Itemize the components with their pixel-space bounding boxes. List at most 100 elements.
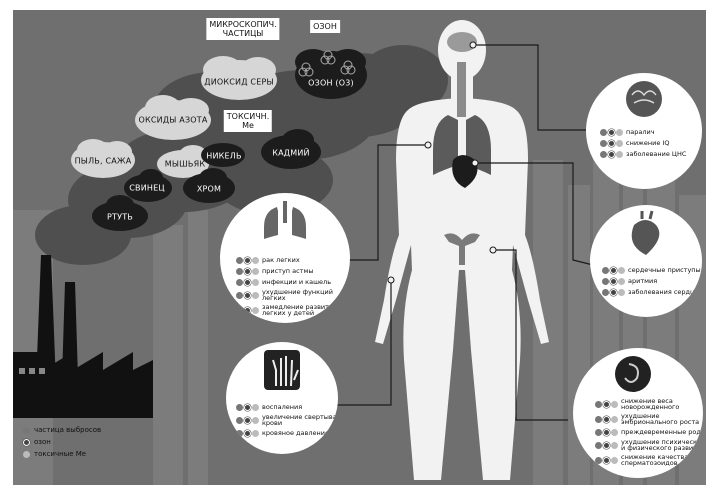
toxic-metal-icon bbox=[23, 451, 30, 458]
fetus-effect-item: преждевременные роды bbox=[595, 427, 703, 437]
fetus-effect-item: снижение веса новорожденного bbox=[595, 397, 703, 411]
lungs-effect-item: ухудшение функций легких bbox=[236, 288, 337, 302]
cloud-label-mercury: РТУТЬ bbox=[107, 212, 133, 222]
diagram-panel: МИКРОСКОПИЧ. ЧАСТИЦЫ ОЗОН ТОКСИЧН. Ме ДИ… bbox=[13, 10, 706, 485]
ozone-icon bbox=[244, 306, 251, 314]
tag-ozone: ОЗОН bbox=[310, 20, 340, 33]
ozone-icon bbox=[244, 278, 251, 286]
particle-icon bbox=[600, 139, 607, 147]
brain-effect-text: паралич bbox=[626, 127, 655, 136]
pollutant-icons bbox=[595, 456, 618, 464]
fetus-icon bbox=[615, 356, 651, 392]
brain-effect-item: паралич bbox=[600, 127, 686, 137]
lungs-effect-item: инфекции и кашель bbox=[236, 277, 337, 287]
toxic-metal-icon bbox=[252, 267, 259, 275]
toxic-metal-icon bbox=[252, 306, 259, 314]
lungs-effect-item: рак легких bbox=[236, 255, 337, 265]
pollutant-icons bbox=[236, 291, 259, 299]
pollutant-icons bbox=[595, 415, 618, 423]
legend-item: озон bbox=[23, 437, 119, 448]
brain-effect-text: снижение IQ bbox=[626, 138, 670, 147]
pollutant-icons bbox=[236, 403, 259, 411]
brain-effect-item: снижение IQ bbox=[600, 138, 686, 148]
pollutant-icons bbox=[236, 278, 259, 286]
connector-lines bbox=[325, 44, 603, 421]
ozone-icon bbox=[608, 150, 615, 158]
ozone-icon bbox=[244, 267, 251, 275]
hand-effect-item: воспаления bbox=[236, 402, 338, 412]
toxic-metal-icon bbox=[618, 277, 625, 285]
cloud-label-cadmium: КАДМИЙ bbox=[272, 148, 310, 158]
particle-icon bbox=[236, 278, 243, 286]
ozone-icon bbox=[244, 429, 251, 437]
pollutant-icons bbox=[595, 428, 618, 436]
lungs-effect-item: приступ астмы bbox=[236, 266, 337, 276]
cloud-label-arsenic: МЫШЬЯК bbox=[164, 159, 206, 169]
lungs-icon bbox=[264, 201, 306, 239]
factory-windows bbox=[19, 368, 45, 374]
fetus-effect-text: снижение качества сперматозоидов bbox=[621, 452, 689, 467]
legend: частица выбросов озон токсичные Ме bbox=[23, 425, 119, 461]
particle-icon bbox=[595, 415, 602, 423]
particle-icon bbox=[595, 428, 602, 436]
ozone-icon bbox=[608, 128, 615, 136]
toxic-metal-icon bbox=[611, 441, 618, 449]
toxic-metal-icon bbox=[252, 429, 259, 437]
lungs-effect-text: ухудшение функций легких bbox=[262, 287, 333, 302]
pollutant-icons bbox=[600, 150, 623, 158]
ozone-icon bbox=[603, 456, 610, 464]
ozone-icon bbox=[608, 139, 615, 147]
cloud-label-nickel: НИКЕЛЬ bbox=[206, 151, 242, 161]
legend-label: токсичные Ме bbox=[34, 450, 87, 459]
toxic-metal-icon bbox=[611, 456, 618, 464]
ozone-icon bbox=[610, 277, 617, 285]
pollutant-icons bbox=[602, 288, 625, 296]
particle-icon bbox=[602, 288, 609, 296]
dark-clouds bbox=[92, 49, 367, 231]
heart-effect-text: аритмия bbox=[628, 276, 658, 285]
particle-icon bbox=[236, 267, 243, 275]
particle-icon bbox=[236, 403, 243, 411]
pollutant-icons bbox=[236, 416, 259, 424]
cloud-label-nitrogen-oxides: ОКСИДЫ АЗОТА bbox=[138, 115, 208, 125]
particle-icon bbox=[236, 416, 243, 424]
pollutant-icons bbox=[595, 400, 618, 408]
hand-effect-item: увеличение свертывания крови bbox=[236, 413, 338, 427]
particle-icon bbox=[236, 291, 243, 299]
legend-label: озон bbox=[34, 438, 51, 447]
fetus-effect-text: снижение веса новорожденного bbox=[621, 396, 680, 411]
pollutant-icons bbox=[595, 441, 618, 449]
pollutant-icons bbox=[600, 128, 623, 136]
ozone-icon bbox=[244, 416, 251, 424]
brain-effect-item: заболевание ЦНС bbox=[600, 149, 686, 159]
lungs-effect-text: приступ астмы bbox=[262, 266, 314, 275]
toxic-metal-icon bbox=[252, 256, 259, 264]
hand-effects-list: воспаления увеличение свертывания кровикр… bbox=[236, 402, 338, 439]
toxic-metal-icon bbox=[618, 288, 625, 296]
toxic-metal-icon bbox=[611, 428, 618, 436]
connector-dots bbox=[387, 41, 497, 284]
toxic-metal-icon bbox=[616, 128, 623, 136]
hand-effect-text: воспаления bbox=[262, 402, 303, 411]
heart-effect-item: заболевания сердца bbox=[602, 287, 701, 297]
legend-item: частица выбросов bbox=[23, 425, 119, 436]
pollutant-icons bbox=[236, 306, 259, 314]
pollutant-icons bbox=[600, 139, 623, 147]
cloud-label-sulfur-dioxide: ДИОКСИД СЕРЫ bbox=[204, 77, 274, 87]
ozone-icon bbox=[23, 439, 30, 446]
light-clouds bbox=[71, 56, 277, 178]
ozone-icon bbox=[603, 400, 610, 408]
hand-effect-text: кровяное давление bbox=[262, 428, 329, 437]
pollutant-icons bbox=[236, 256, 259, 264]
toxic-metal-icon bbox=[618, 266, 625, 274]
fetus-effect-text: ухудшение эмбрионального роста bbox=[621, 411, 700, 426]
cloud-label-lead: СВИНЕЦ bbox=[129, 183, 165, 193]
pollutant-icons bbox=[602, 266, 625, 274]
toxic-metal-icon bbox=[616, 139, 623, 147]
pollutant-icons bbox=[602, 277, 625, 285]
